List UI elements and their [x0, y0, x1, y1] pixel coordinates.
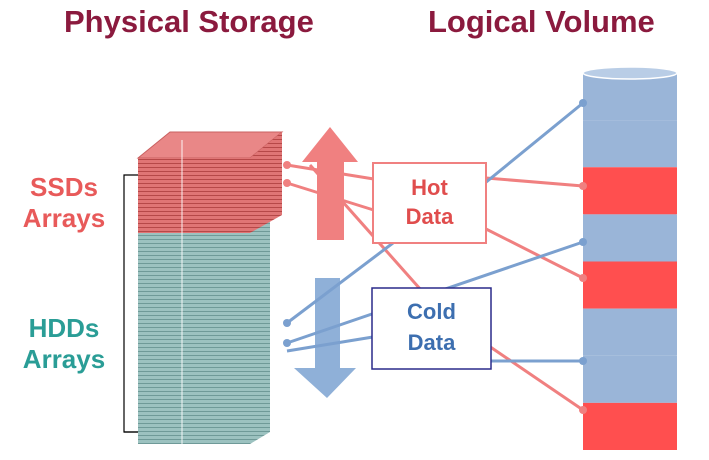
hot-endpoint-marker [283, 179, 291, 187]
hot-endpoint-marker [579, 274, 587, 282]
volume-segment-hot [583, 167, 677, 215]
volume-segment-hot [583, 402, 677, 450]
volume-segment-cold [583, 120, 677, 168]
volume-segment-cold [583, 214, 677, 262]
hot-link [485, 342, 584, 412]
ssd-array-block [138, 132, 282, 233]
ssd-arrays-label: SSDs Arrays [22, 172, 106, 233]
volume-segment-cold [583, 73, 677, 121]
cold-link [286, 335, 374, 353]
hdd-arrays-label: HDDs Arrays [22, 313, 106, 374]
cold-endpoint-marker [579, 357, 587, 365]
cold-endpoint-marker [579, 99, 587, 107]
hot-link [286, 163, 381, 182]
hot-endpoint-marker [579, 182, 587, 190]
hot-data-links [286, 163, 584, 412]
hot-data-box [372, 162, 487, 244]
hot-endpoint-marker [579, 406, 587, 414]
hot-link [485, 227, 584, 280]
cold-link [484, 101, 584, 185]
cold-data-label: Cold Data [407, 299, 456, 355]
hot-link [485, 176, 584, 188]
physical-storage-title: Physical Storage [64, 4, 314, 39]
hot-link [286, 181, 381, 214]
storage-stack [123, 131, 284, 444]
volume-segment-divider [582, 449, 678, 457]
hot-data-label: Hot Data [405, 175, 454, 229]
hdd-array-block [138, 218, 270, 444]
hot-endpoint-marker [283, 161, 291, 169]
cold-endpoint-marker [579, 238, 587, 246]
cold-endpoint-marker [283, 339, 291, 347]
volume-top-cap [582, 66, 678, 80]
demote-down-arrow [294, 278, 356, 398]
promote-up-arrow [302, 127, 358, 240]
cold-data-box [371, 287, 492, 370]
cold-link [286, 241, 394, 325]
volume-segment-cold [583, 308, 677, 356]
logical-volume-title: Logical Volume [428, 4, 655, 39]
volume-segment-hot [583, 261, 677, 309]
endpoint-markers [283, 99, 587, 414]
cold-endpoint-marker [283, 319, 291, 327]
logical-volume-cylinder [582, 66, 678, 457]
volume-segment-cold [583, 355, 677, 403]
